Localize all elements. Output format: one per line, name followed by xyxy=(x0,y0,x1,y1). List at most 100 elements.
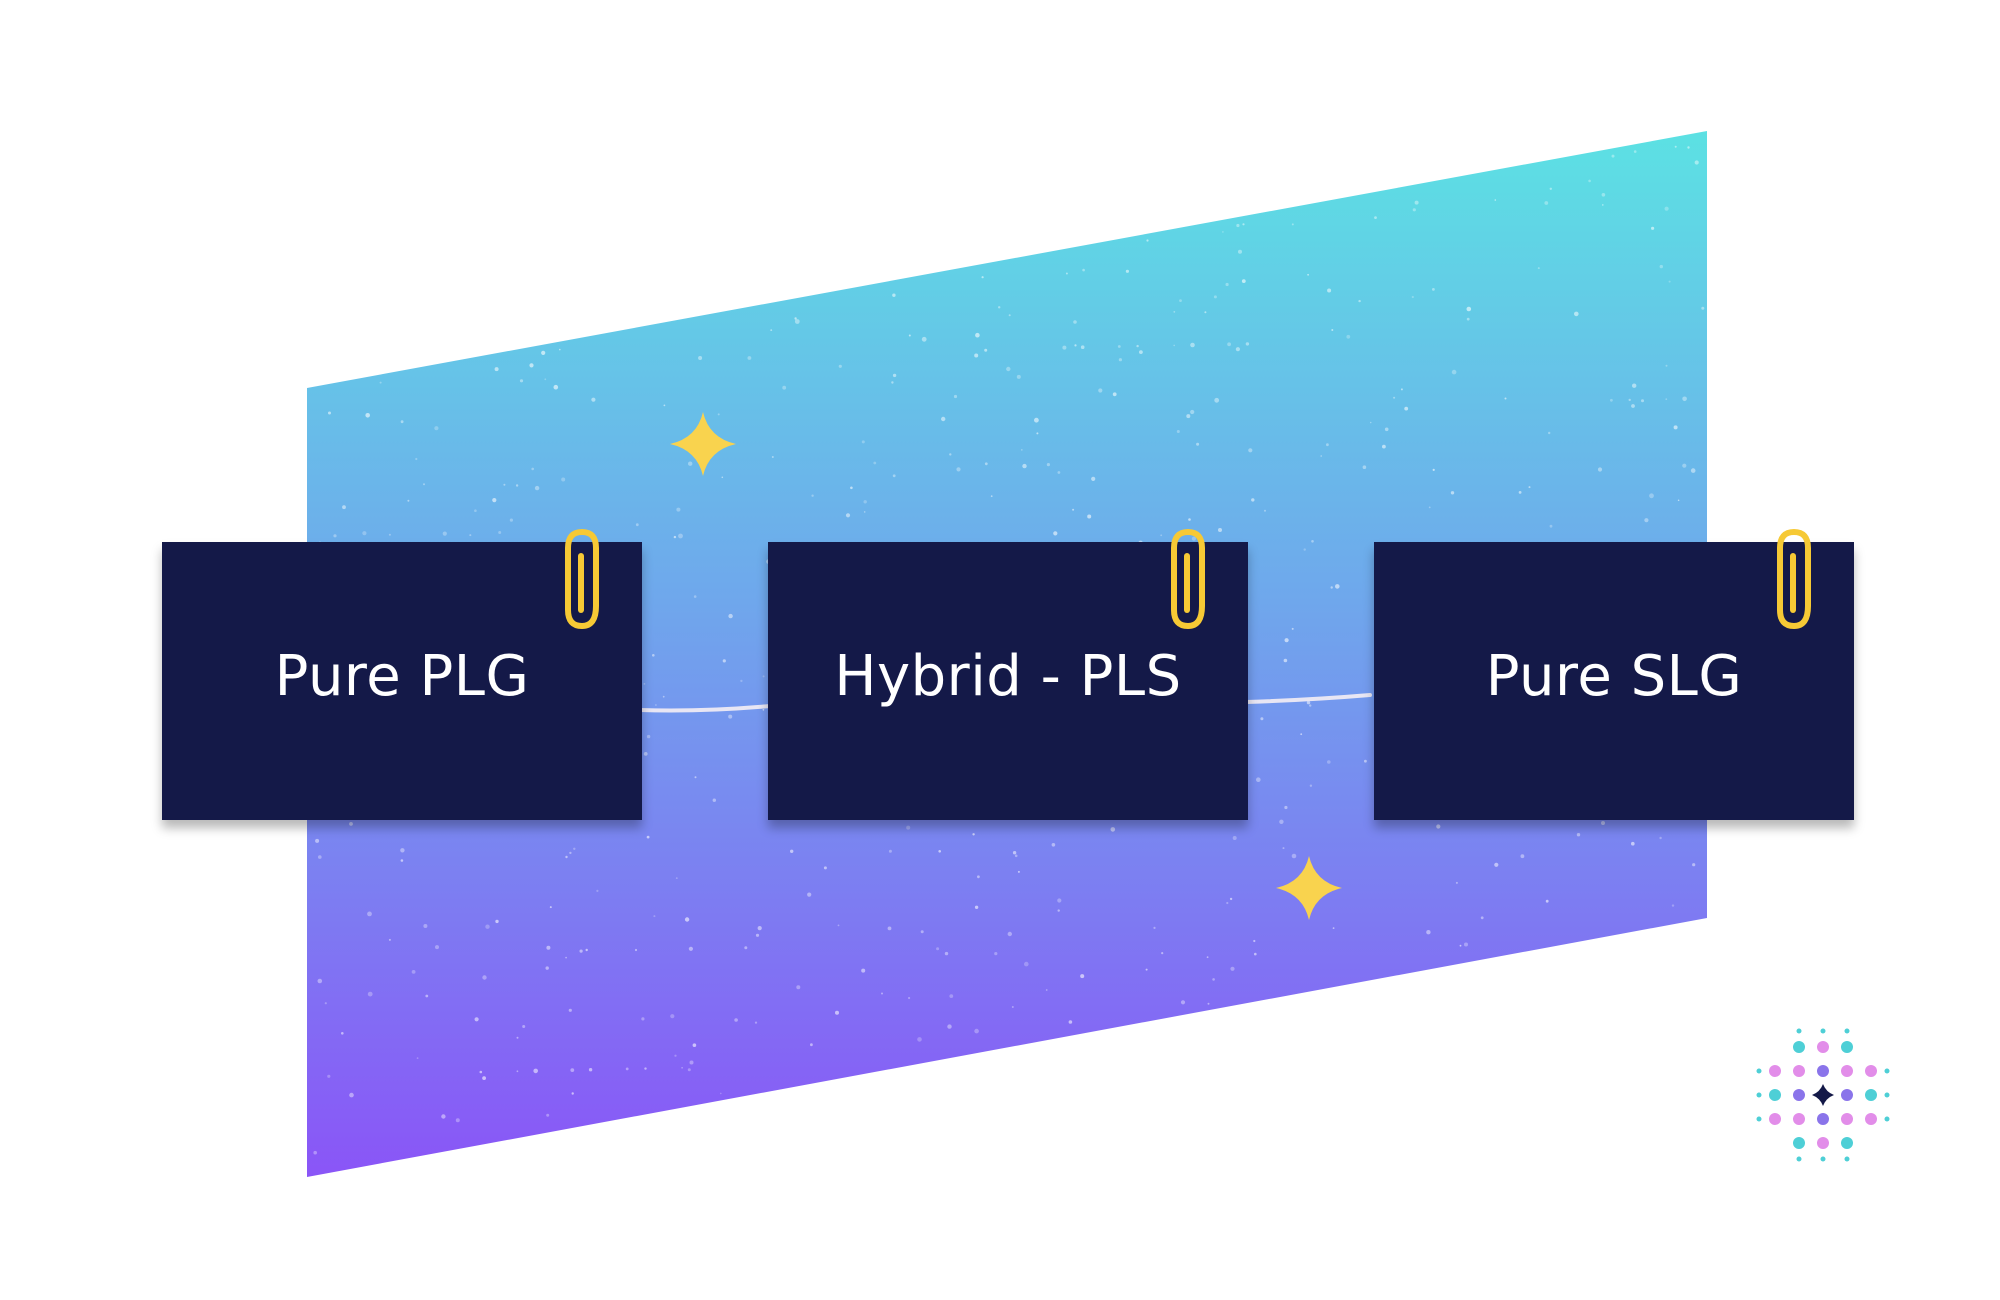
speckle xyxy=(1455,881,1458,884)
speckle xyxy=(1204,311,1207,314)
speckle xyxy=(1213,295,1217,299)
speckle xyxy=(1393,396,1396,399)
speckle xyxy=(1153,926,1156,930)
speckle xyxy=(811,494,814,497)
speckle xyxy=(333,534,337,538)
speckle xyxy=(1674,145,1677,148)
speckle xyxy=(349,822,353,826)
logo-dot xyxy=(1820,1156,1826,1162)
speckle xyxy=(1190,342,1195,348)
speckle xyxy=(1260,717,1264,721)
speckle xyxy=(728,613,733,619)
speckle xyxy=(975,332,980,338)
speckle xyxy=(888,849,892,853)
speckle xyxy=(646,734,651,739)
logo-dot xyxy=(1817,1041,1829,1053)
speckle xyxy=(1024,961,1029,967)
speckle xyxy=(908,334,911,337)
speckle xyxy=(676,507,681,512)
speckle xyxy=(1610,398,1613,402)
speckle xyxy=(694,776,697,779)
logo-dot xyxy=(1820,1028,1826,1034)
speckle xyxy=(908,996,911,1000)
speckle xyxy=(324,1002,327,1005)
speckle xyxy=(850,486,853,490)
speckle xyxy=(485,924,490,929)
speckle xyxy=(585,948,588,952)
speckle xyxy=(317,978,323,984)
speckle xyxy=(479,1070,483,1074)
speckle xyxy=(573,847,576,850)
speckle xyxy=(434,426,439,431)
speckle xyxy=(1682,396,1687,402)
speckle xyxy=(1282,847,1285,850)
speckle xyxy=(944,951,949,956)
speckle xyxy=(643,683,646,685)
speckle xyxy=(441,1114,446,1119)
speckle xyxy=(1226,901,1229,905)
speckle xyxy=(579,949,583,953)
speckle xyxy=(920,930,924,934)
speckle xyxy=(388,533,391,536)
speckle xyxy=(861,968,866,973)
speckle xyxy=(1411,295,1414,299)
speckle xyxy=(1098,388,1103,393)
card-label: Pure SLG xyxy=(1485,643,1743,709)
logo-dot xyxy=(1841,1137,1853,1149)
speckle xyxy=(1364,759,1367,763)
speckle xyxy=(712,798,716,802)
speckle xyxy=(1694,160,1699,165)
speckle xyxy=(1180,1000,1186,1005)
speckle xyxy=(313,1150,318,1155)
speckle xyxy=(684,917,690,922)
dot-grid-logo xyxy=(1756,1028,1890,1162)
speckle xyxy=(1374,216,1377,220)
speckle xyxy=(1074,344,1077,347)
speckle xyxy=(546,945,551,950)
speckle xyxy=(341,1032,344,1035)
speckle xyxy=(693,595,697,598)
speckle xyxy=(1400,388,1403,391)
speckle xyxy=(1179,299,1182,302)
speckle xyxy=(1545,899,1549,903)
speckle xyxy=(728,714,733,719)
speckle xyxy=(565,855,568,859)
speckle xyxy=(1309,704,1312,707)
speckle xyxy=(411,970,416,974)
speckle xyxy=(1207,1002,1210,1005)
speckle xyxy=(1649,493,1654,499)
logo-dot xyxy=(1865,1089,1877,1101)
speckle xyxy=(941,416,946,422)
speckle xyxy=(972,833,975,836)
speckle xyxy=(1080,345,1085,350)
speckle xyxy=(1068,1020,1073,1024)
speckle xyxy=(1291,627,1294,630)
speckle xyxy=(1146,239,1149,242)
speckle xyxy=(1309,784,1313,787)
logo-dot xyxy=(1817,1137,1829,1149)
logo-dot xyxy=(1841,1113,1853,1125)
speckle xyxy=(678,533,683,539)
speckle xyxy=(744,946,748,950)
speckle xyxy=(652,654,655,657)
speckle xyxy=(1011,1006,1014,1008)
speckle xyxy=(1659,836,1662,840)
speckle xyxy=(516,1070,519,1073)
logo-dot xyxy=(1817,1113,1829,1125)
speckle xyxy=(1283,658,1288,663)
speckle xyxy=(938,850,941,853)
speckle xyxy=(544,378,547,381)
speckle xyxy=(1632,383,1637,388)
speckle xyxy=(1659,264,1664,269)
speckle xyxy=(1136,344,1139,348)
speckle xyxy=(1690,468,1696,473)
logo-dot xyxy=(1841,1089,1853,1101)
speckle xyxy=(1196,442,1200,446)
logo-dot xyxy=(1793,1113,1805,1125)
speckle xyxy=(1466,306,1472,312)
speckle xyxy=(1432,468,1435,471)
speckle xyxy=(423,483,425,486)
speckle xyxy=(1236,223,1240,228)
speckle xyxy=(1528,486,1531,489)
speckle xyxy=(568,1008,572,1012)
